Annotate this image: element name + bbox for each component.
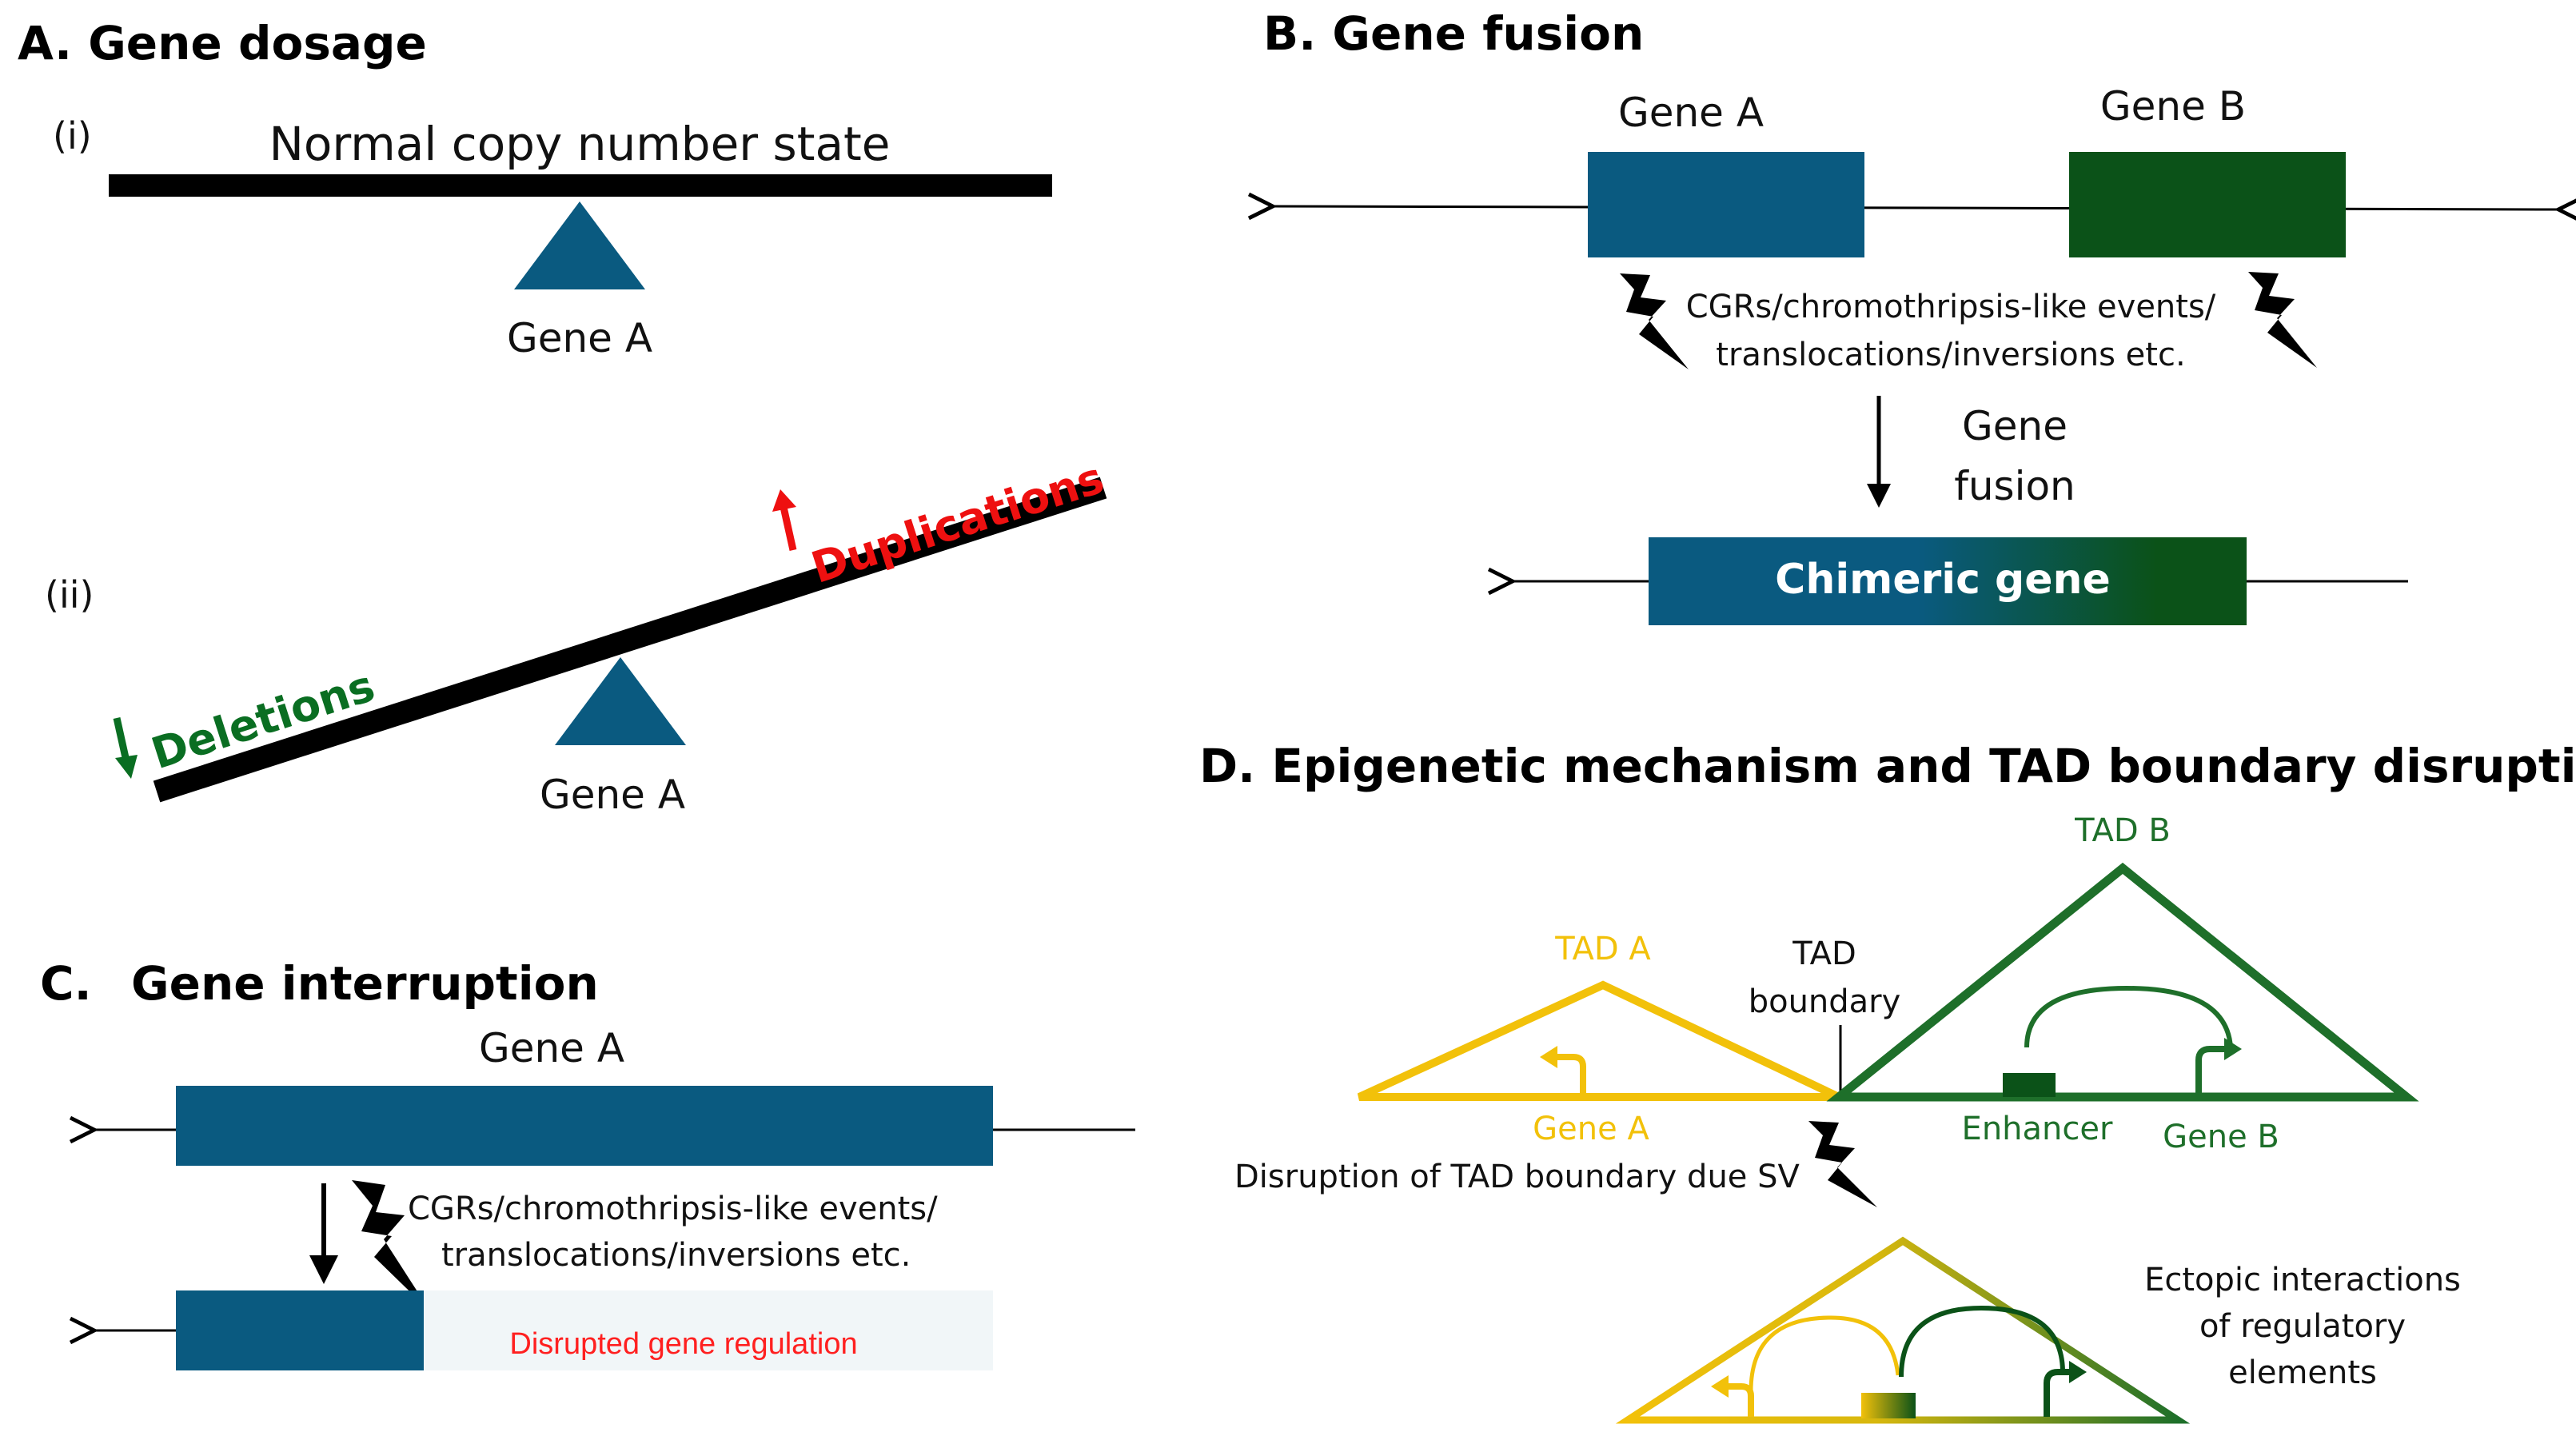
panel-a-label-ii: (ii) — [45, 573, 94, 616]
ectopic-gene-b-arrow-icon — [2044, 1361, 2087, 1417]
enhancer-label: Enhancer — [1962, 1111, 2113, 1147]
disrupted-regulation-label: Disrupted gene regulation — [509, 1327, 857, 1361]
gene-b-label: Gene B — [2100, 83, 2246, 130]
panel-d-tad-boundary: D. Epigenetic mechanism and TAD boundary… — [1199, 739, 2576, 1424]
ectopic-loop-yellow — [1749, 1315, 1900, 1392]
chimeric-gene-label: Chimeric gene — [1775, 556, 2111, 604]
chromosome-line — [1273, 206, 2558, 209]
disrupted-region — [424, 1290, 993, 1370]
balance-beam-tilted — [153, 477, 1107, 803]
gene-b-promoter-arrow-icon — [2195, 1038, 2242, 1094]
normal-copy-label: Normal copy number state — [269, 117, 891, 171]
fusion-events-line1: CGRs/chromothripsis-like events/ — [1686, 289, 2216, 325]
ectopic-loop-green — [1899, 1305, 2065, 1378]
panel-c-heading-letter: C. — [40, 956, 92, 1011]
gene-a-box — [1588, 152, 1864, 257]
panel-b-gene-fusion: B. Gene fusion Gene A Gene B CGRs/chromo… — [1263, 6, 2558, 625]
ectopic-line3: elements — [2228, 1354, 2377, 1391]
duplication-arrow-icon — [772, 489, 797, 551]
gene-a-label-i: Gene A — [507, 315, 652, 361]
deletion-arrow-icon — [113, 717, 138, 779]
lightning-bolt-icon — [352, 1180, 430, 1311]
tad-boundary-line1: TAD — [1792, 935, 1856, 972]
lightning-bolt-icon — [2248, 272, 2317, 368]
truncated-gene-box — [176, 1290, 424, 1370]
chimeric-gene-box — [1649, 537, 2247, 625]
interruption-events-line2: translocations/inversions etc. — [441, 1237, 911, 1274]
ectopic-line1: Ectopic interactions — [2144, 1262, 2461, 1298]
gene-fusion-line1: Gene — [1962, 403, 2068, 449]
panel-a-label-i: (i) — [53, 114, 92, 158]
panel-d-heading: D. Epigenetic mechanism and TAD boundary… — [1199, 739, 2576, 793]
gene-a-label-ii: Gene A — [540, 772, 685, 818]
panel-b-heading: B. Gene fusion — [1263, 6, 1644, 61]
tad-b-triangle — [1826, 862, 2419, 1102]
panel-a-heading: A. Gene dosage — [18, 16, 427, 70]
tad-b-label: TAD B — [2074, 812, 2171, 849]
gene-a-label: Gene A — [1618, 90, 1764, 136]
tad-boundary-line2: boundary — [1749, 983, 1901, 1020]
duplications-label: Duplications — [805, 453, 1110, 593]
ectopic-enhancer-block — [1861, 1393, 1916, 1418]
panel-a-gene-dosage: A. Gene dosage (i) Normal copy number st… — [18, 16, 1110, 818]
fulcrum-triangle-tilted — [555, 657, 686, 745]
enhancer-loop — [2024, 985, 2233, 1048]
panel-c-gene-interruption: C. Gene interruption Gene A CGRs/chromot… — [40, 956, 1135, 1370]
interruption-events-line1: CGRs/chromothripsis-like events/ — [408, 1191, 938, 1227]
fused-tad-triangle — [1615, 1236, 2191, 1424]
gene-a-label-c: Gene A — [479, 1025, 624, 1071]
gene-a-box-c — [176, 1086, 993, 1166]
disruption-label: Disruption of TAD boundary due SV — [1234, 1159, 1800, 1195]
fulcrum-triangle — [514, 201, 645, 289]
balance-beam-level — [109, 174, 1052, 197]
gene-b-label-d: Gene B — [2163, 1119, 2279, 1155]
gene-fusion-line2: fusion — [1954, 463, 2076, 509]
lightning-bolt-icon — [1808, 1121, 1877, 1207]
fusion-events-line2: translocations/inversions etc. — [1716, 337, 2185, 373]
tad-a-triangle — [1357, 980, 1841, 1101]
enhancer-block — [2003, 1073, 2056, 1097]
gene-b-box — [2069, 152, 2346, 257]
tad-a-label: TAD A — [1554, 931, 1651, 967]
ectopic-gene-a-arrow-icon — [1711, 1375, 1754, 1417]
gene-a-promoter-arrow-icon — [1540, 1046, 1586, 1094]
gene-a-label-d: Gene A — [1533, 1111, 1649, 1147]
panel-c-heading-text: Gene interruption — [131, 956, 599, 1011]
ectopic-line2: of regulatory — [2199, 1308, 2406, 1345]
lightning-bolt-icon — [1620, 273, 1689, 369]
